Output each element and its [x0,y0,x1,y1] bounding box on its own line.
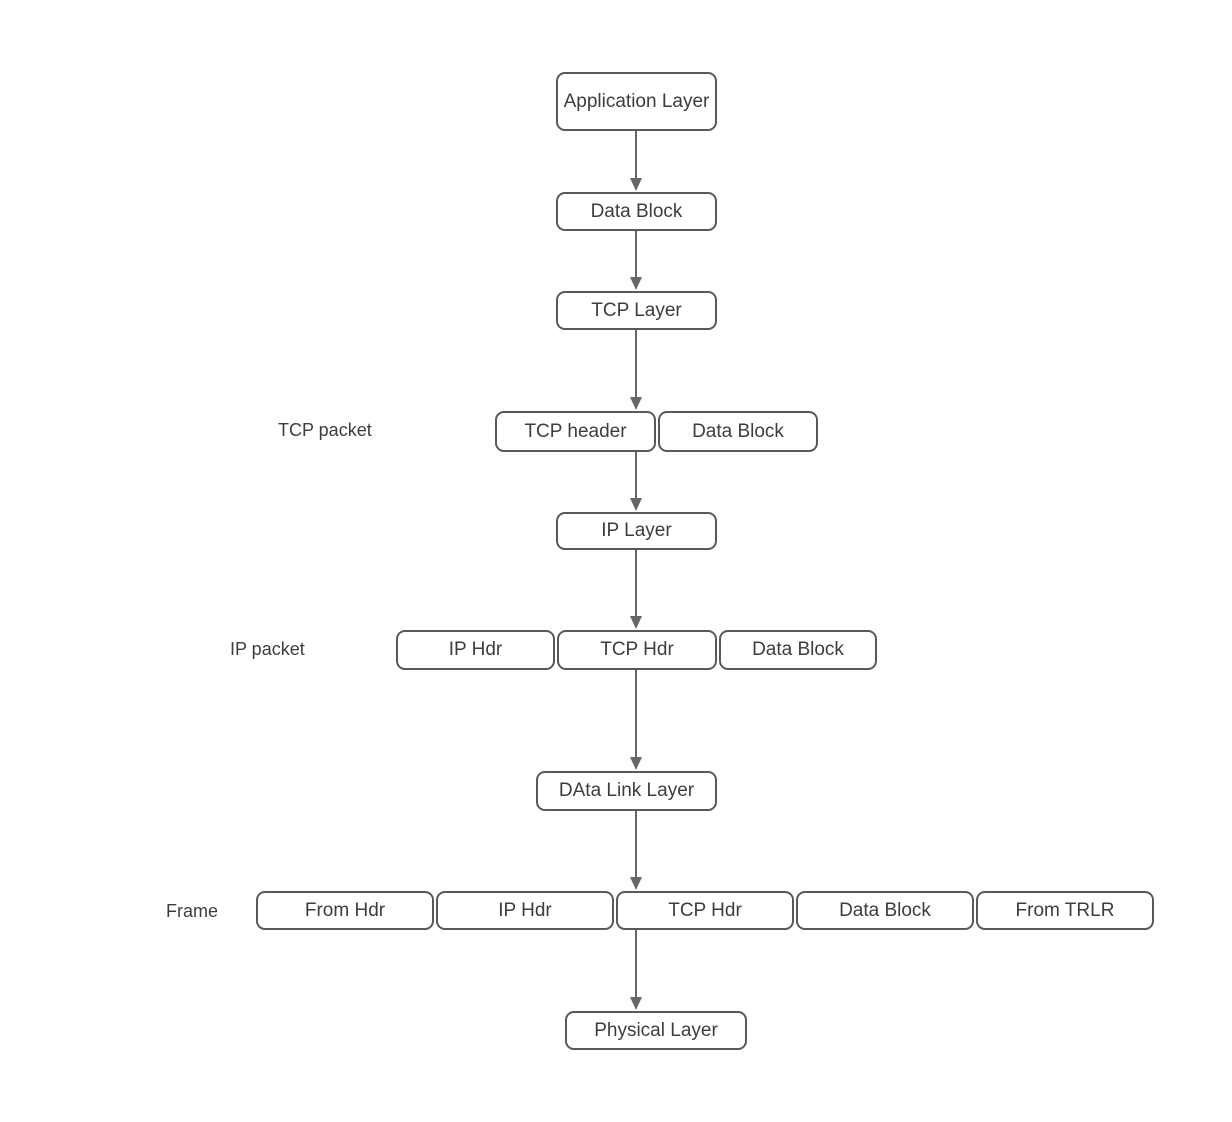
flow-arrow-iplayer-to-ippacket [630,550,642,629]
flow-arrow-frame-to-physical [630,930,642,1010]
node-data-block-ip: Data Block [719,630,877,670]
flow-arrow-tcppacket-to-iplayer [630,452,642,511]
node-data-block-app: Data Block [556,192,717,231]
node-data-block-frame: Data Block [796,891,974,930]
node-ip-hdr-frame: IP Hdr [436,891,614,930]
flow-arrow-tcplayer-to-tcppacket [630,330,642,410]
label-tcp-packet: TCP packet [278,420,372,440]
label-frame: Frame [166,901,219,921]
flow-arrow-ippacket-to-datalink [630,670,642,770]
node-from-trlr: From TRLR [976,891,1154,930]
flow-arrow-datalink-to-frame [630,811,642,890]
node-data-link-layer: DAta Link Layer [536,771,717,811]
label-ip-packet: IP packet [230,639,305,659]
node-tcp-hdr-frame: TCP Hdr [616,891,794,930]
flow-arrow-datablock-to-tcplayer [630,231,642,290]
node-tcp-layer: TCP Layer [556,291,717,330]
node-application-layer: Application Layer [556,72,717,131]
node-tcp-header: TCP header [495,411,656,452]
flow-arrow-app-to-datablock [630,131,642,191]
node-ip-hdr: IP Hdr [396,630,555,670]
node-physical-layer: Physical Layer [565,1011,747,1050]
node-from-hdr: From Hdr [256,891,434,930]
node-ip-layer: IP Layer [556,512,717,550]
node-data-block-tcp: Data Block [658,411,818,452]
node-tcp-hdr: TCP Hdr [557,630,717,670]
